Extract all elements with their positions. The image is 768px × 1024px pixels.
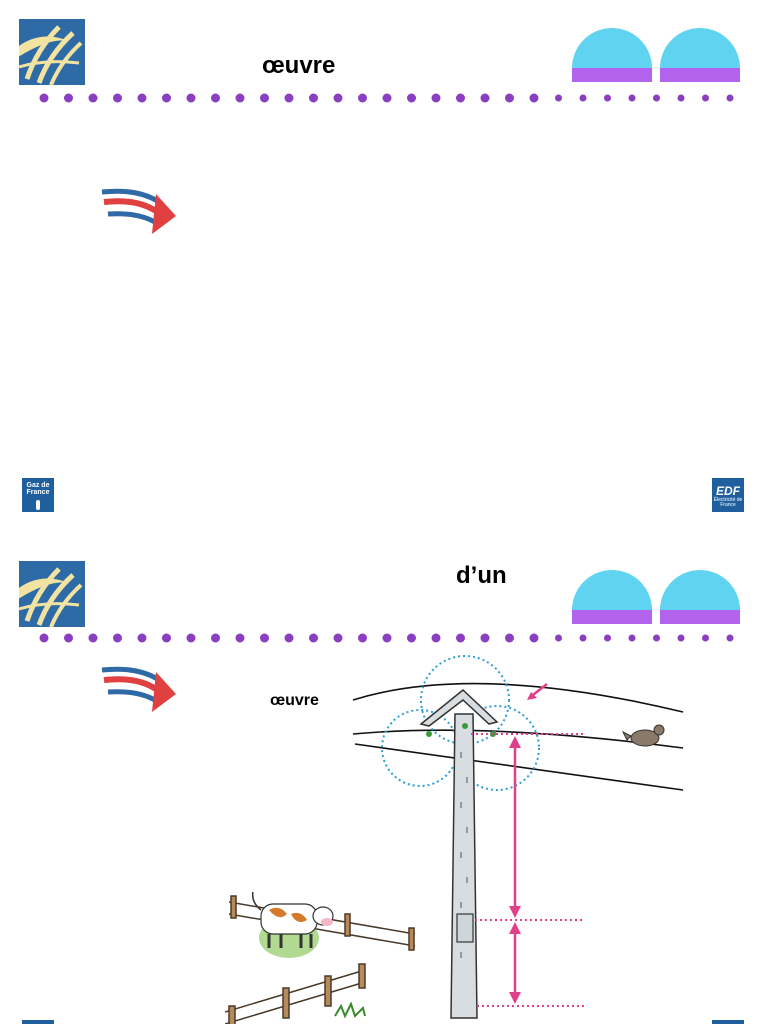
pole <box>450 713 478 1019</box>
divider-dot <box>529 93 539 103</box>
divider-dot <box>309 93 318 103</box>
cow <box>251 891 334 958</box>
edf-logo <box>712 1020 744 1024</box>
swoosh-arrow-icon <box>101 188 176 234</box>
slide-title: œuvre <box>262 52 336 79</box>
utility-pole-illustration <box>225 652 685 1024</box>
wire <box>354 743 684 791</box>
divider-dot <box>88 93 98 103</box>
dotted-divider <box>39 633 734 643</box>
divider-dot <box>358 633 367 643</box>
slide-1: œuvre Gaz de France EDF Électricité de F… <box>19 19 744 512</box>
divider-dot <box>702 94 709 102</box>
divider-dot <box>505 633 514 643</box>
gaz-de-france-logo <box>22 1020 54 1024</box>
divider-dot <box>162 633 171 643</box>
wire <box>352 682 684 713</box>
divider-dot <box>555 634 562 642</box>
divider-dot <box>64 633 73 643</box>
divider-dot <box>235 93 245 103</box>
divider-dot <box>137 93 147 103</box>
divider-dot <box>726 94 734 102</box>
divider-dot <box>604 634 611 642</box>
divider-dot <box>653 634 660 642</box>
divider-dot <box>456 93 465 103</box>
dome-decoration <box>572 28 740 82</box>
divider-dot <box>726 634 734 642</box>
clearance-circle <box>420 655 510 745</box>
crossarm <box>419 689 499 727</box>
divider-dot <box>333 633 343 643</box>
divider-dot <box>39 93 49 103</box>
divider-dot <box>431 633 441 643</box>
gaz-de-france-logo: Gaz de France <box>22 478 54 512</box>
divider-dot <box>186 93 196 103</box>
divider-dot <box>529 633 539 643</box>
divider-dot <box>555 94 562 102</box>
dotted-divider <box>39 93 734 103</box>
divider-dot <box>284 633 294 643</box>
divider-dot <box>505 93 514 103</box>
divider-dot <box>211 633 220 643</box>
divider-dot <box>456 633 465 643</box>
divider-dot <box>358 93 367 103</box>
divider-dot <box>88 633 98 643</box>
company-logo <box>19 561 85 627</box>
divider-dot <box>113 93 122 103</box>
dome-decoration <box>572 570 740 624</box>
divider-dot <box>653 94 660 102</box>
bird <box>621 724 665 747</box>
divider-dot <box>604 94 611 102</box>
divider-dot <box>702 634 709 642</box>
divider-dot <box>431 93 441 103</box>
diagram-label: œuvre <box>270 692 319 709</box>
divider-dot <box>260 93 269 103</box>
divider-dot <box>113 633 122 643</box>
divider-dot <box>579 634 587 642</box>
divider-dot <box>137 633 147 643</box>
divider-dot <box>579 94 587 102</box>
divider-dot <box>162 93 171 103</box>
divider-dot <box>480 93 490 103</box>
divider-dot <box>407 93 416 103</box>
edf-logo: EDF Électricité de France <box>712 478 744 512</box>
divider-dot <box>677 634 685 642</box>
divider-dot <box>333 93 343 103</box>
divider-dot <box>284 93 294 103</box>
divider-dot <box>407 633 416 643</box>
divider-dot <box>211 93 220 103</box>
divider-dot <box>382 633 392 643</box>
grass <box>334 1001 366 1019</box>
divider-dot <box>628 94 636 102</box>
swoosh-arrow-icon <box>101 666 176 712</box>
divider-dot <box>235 633 245 643</box>
divider-dot <box>186 633 196 643</box>
divider-dot <box>64 93 73 103</box>
divider-dot <box>677 94 685 102</box>
company-logo <box>19 19 85 85</box>
divider-dot <box>309 633 318 643</box>
divider-dot <box>480 633 490 643</box>
divider-dot <box>382 93 392 103</box>
divider-dot <box>260 633 269 643</box>
slide-title: d’un <box>456 562 507 589</box>
slide-2: d’un <box>0 512 768 1024</box>
divider-dot <box>628 634 636 642</box>
divider-dot <box>39 633 49 643</box>
